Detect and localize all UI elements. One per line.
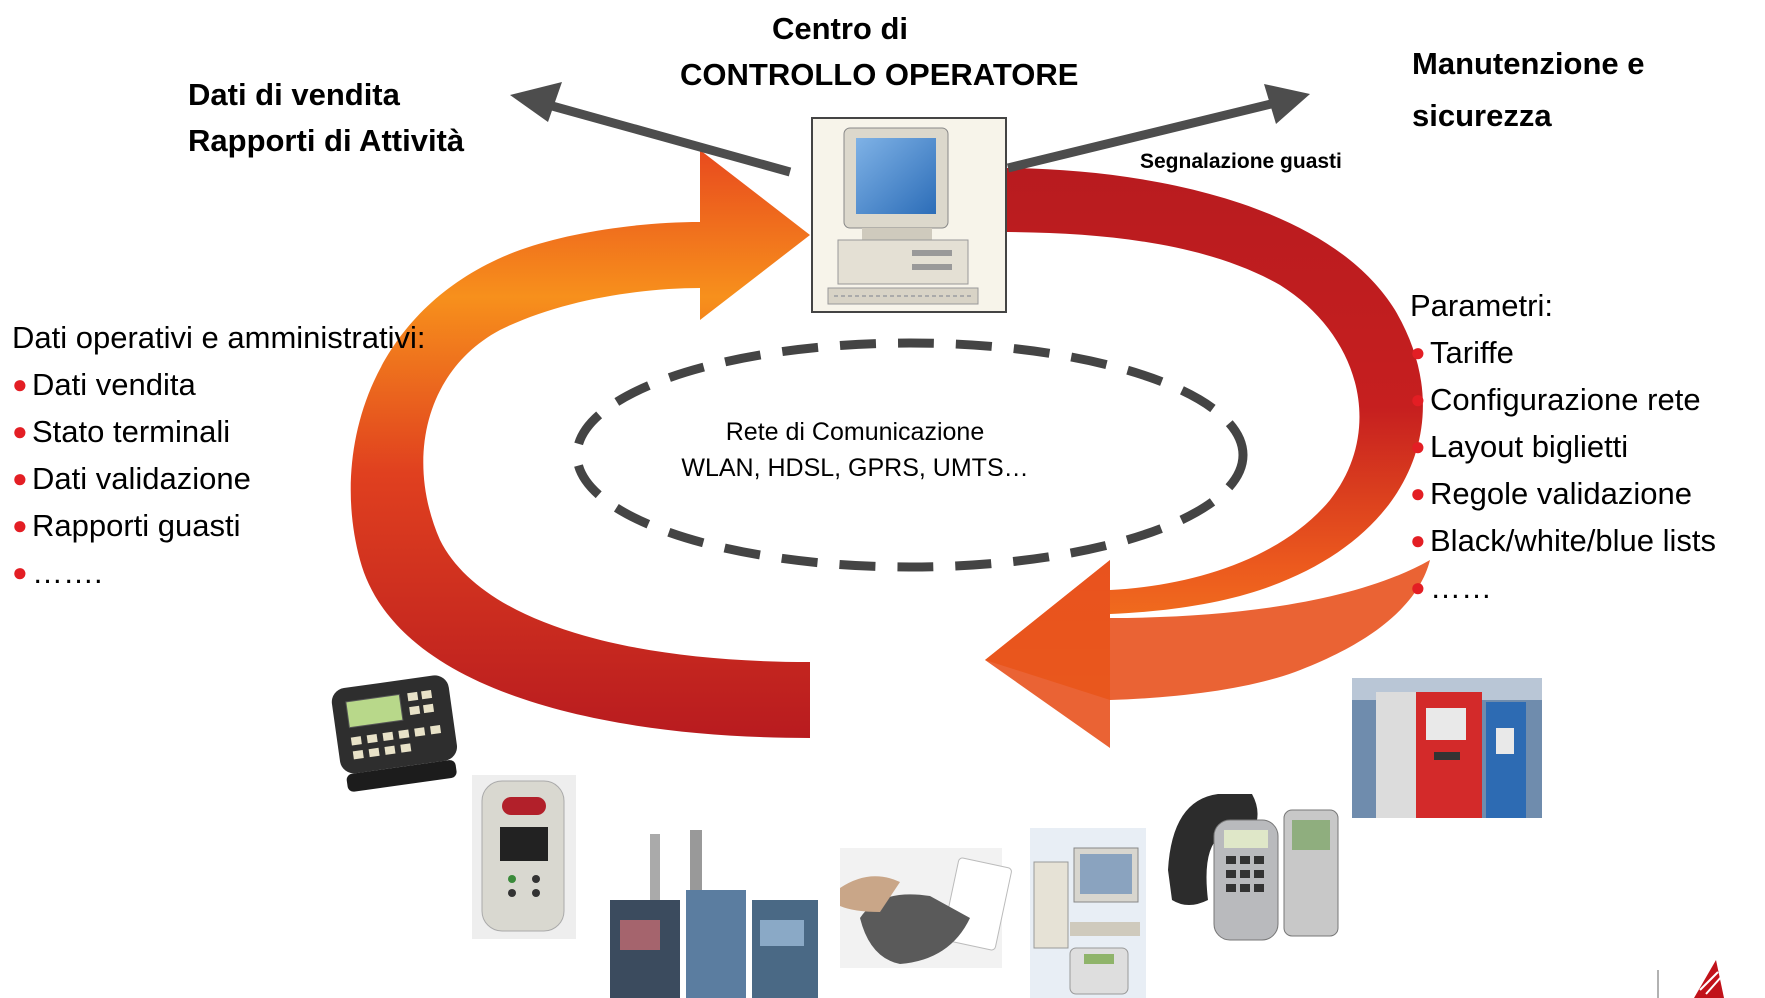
bullet-icon: ● — [1410, 478, 1426, 508]
list-item: ●……. — [12, 549, 425, 596]
bullet-icon: ● — [12, 463, 28, 493]
handheld-terminal-icon — [331, 675, 458, 792]
list-item: ●Stato terminali — [12, 408, 425, 455]
list-item: ●…… — [1410, 564, 1716, 611]
operator-control-title: Centro di CONTROLLO OPERATORE — [680, 6, 1079, 98]
list-item: ●Dati vendita — [12, 361, 425, 408]
maintenance-title-line2: sicurezza — [1412, 98, 1552, 133]
computer-icon — [811, 117, 1007, 313]
right-cycle-arrow — [985, 168, 1430, 748]
sales-data-title: Dati di vendita Rapporti di Attività — [188, 72, 464, 164]
network-label-line1: Rete di Comunicazione — [725, 418, 985, 446]
sales-data-title-line1: Dati di vendita — [188, 77, 400, 112]
list-item: ●Regole validazione — [1410, 470, 1716, 517]
bullet-icon: ● — [1410, 337, 1426, 367]
maintenance-title-line1: Manutenzione e — [1412, 46, 1645, 81]
pos-workstation-icon — [1030, 828, 1146, 998]
fault-report-label: Segnalazione guasti — [1140, 150, 1342, 173]
network-label: Rete di Comunicazione WLAN, HDSL, GPRS, … — [640, 414, 1070, 486]
validator-icon — [472, 775, 576, 939]
left-connector-arrow — [510, 82, 792, 177]
bullet-icon: ● — [1410, 572, 1426, 602]
network-ellipse — [572, 338, 1248, 572]
operator-control-title-line1: Centro di — [771, 11, 909, 46]
turnstile-gate-icon — [610, 830, 818, 998]
operational-data-list: Dati operativi e amministrativi: ●Dati v… — [12, 314, 425, 596]
bullet-icon: ● — [12, 416, 28, 446]
card-reader-icon — [840, 848, 1012, 968]
list-item: ●Black/white/blue lists — [1410, 517, 1716, 564]
operational-data-heading: Dati operativi e amministrativi: — [12, 320, 426, 355]
operator-control-title-line2: CONTROLLO OPERATORE — [680, 57, 1079, 92]
sales-data-title-line2: Rapporti di Attività — [188, 123, 465, 158]
bullet-icon: ● — [1410, 525, 1426, 555]
list-item: ●Configurazione rete — [1410, 376, 1716, 423]
parameters-heading: Parametri: — [1410, 288, 1553, 323]
list-item: ●Rapporti guasti — [12, 502, 425, 549]
phone-terminal-icon — [1158, 790, 1339, 941]
logo-icon — [1657, 960, 1724, 998]
maintenance-title: Manutenzione e sicurezza — [1412, 38, 1645, 142]
bullet-icon: ● — [12, 369, 28, 399]
bullet-icon: ● — [12, 557, 28, 587]
list-item: ●Layout biglietti — [1410, 423, 1716, 470]
bullet-icon: ● — [12, 510, 28, 540]
ticket-machine-icon — [1352, 678, 1542, 818]
list-item: ●Tariffe — [1410, 329, 1716, 376]
network-label-line2: WLAN, HDSL, GPRS, UMTS… — [681, 454, 1029, 482]
bullet-icon: ● — [1410, 431, 1426, 461]
bullet-icon: ● — [1410, 384, 1426, 414]
list-item: ●Dati validazione — [12, 455, 425, 502]
right-connector-arrow — [1006, 84, 1310, 173]
left-cycle-arrow — [350, 150, 810, 738]
parameters-list: Parametri: ●Tariffe ●Configurazione rete… — [1410, 282, 1716, 611]
